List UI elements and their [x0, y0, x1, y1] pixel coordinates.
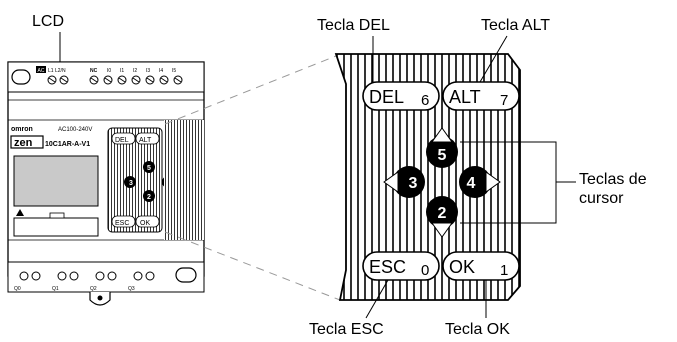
zen-logo-text: zen: [14, 137, 33, 149]
keypad-detail: DEL 6 ALT 7 ESC 0 OK 1 5 2 3 4: [334, 53, 521, 301]
mount-hole-top: [11, 69, 31, 85]
tecla-del-label: Tecla DEL: [317, 17, 390, 34]
teclas-cursor-label-2: cursor: [579, 190, 624, 207]
terminal-label: I2: [133, 68, 137, 74]
bottom-terminal-block: [7, 261, 205, 293]
lcd-screen: [13, 155, 99, 207]
up-key: 5: [426, 127, 458, 168]
brand-text: omron: [11, 126, 33, 133]
terminal-label: Q0: [14, 286, 21, 292]
del-key: [362, 81, 440, 111]
keypad-panel: [334, 53, 521, 301]
terminal-label: L2/N: [55, 68, 66, 74]
svg-text:2: 2: [438, 205, 447, 222]
terminal-label: Q1: [52, 286, 59, 292]
tecla-esc-label: Tecla ESC: [309, 321, 384, 338]
terminal-label: I1: [120, 68, 124, 74]
svg-text:ESC: ESC: [369, 257, 406, 277]
svg-text:2: 2: [147, 194, 151, 201]
plc-device: LCD AC L1 L2/N NC I0 I1 I2 I3 I4 I5: [7, 13, 205, 306]
terminal-label: I5: [172, 68, 176, 74]
svg-text:5: 5: [147, 165, 151, 172]
svg-text:3: 3: [409, 175, 418, 192]
teclas-cursor-label-1: Teclas de: [579, 171, 647, 188]
svg-text:1: 1: [500, 262, 508, 279]
svg-text:DEL: DEL: [115, 137, 129, 144]
down-key: 2: [426, 196, 458, 238]
right-key: 4: [459, 166, 501, 198]
svg-text:ALT: ALT: [139, 137, 152, 144]
svg-text:ESC: ESC: [115, 220, 129, 227]
svg-text:AC: AC: [38, 68, 45, 74]
bottom-screws: [19, 271, 155, 281]
mini-ok-key: [135, 215, 160, 228]
terminal-label: I0: [107, 68, 111, 74]
alt-key: [442, 81, 520, 111]
zen-logo: [10, 135, 44, 149]
terminal-label: NC: [90, 68, 98, 74]
svg-text:DEL: DEL: [369, 87, 404, 107]
lcd-label: LCD: [32, 13, 64, 30]
terminal-label: Q2: [90, 286, 97, 292]
mini-alt-key: [135, 132, 160, 145]
svg-text:7: 7: [500, 92, 508, 109]
model-text: 10C1AR-A-V1: [45, 141, 90, 148]
terminal-label: I3: [146, 68, 150, 74]
ok-key: [442, 251, 520, 281]
terminal-label: L1: [48, 68, 54, 74]
mini-del-key: [111, 132, 136, 145]
svg-text:3: 3: [129, 180, 133, 187]
indicator-triangle: [16, 209, 24, 216]
terminal-label: I4: [159, 68, 163, 74]
zoom-lines: [164, 55, 341, 301]
svg-text:5: 5: [438, 147, 447, 164]
mount-hole-bottom: [175, 267, 197, 283]
svg-text:ALT: ALT: [449, 87, 481, 107]
terminal-label: Q3: [128, 286, 135, 292]
left-key: 3: [383, 166, 425, 198]
svg-text:6: 6: [421, 92, 429, 109]
svg-text:4: 4: [467, 175, 476, 192]
callouts: [365, 35, 576, 319]
esc-key: [362, 251, 440, 281]
svg-text:OK: OK: [449, 257, 475, 277]
tecla-ok-label: Tecla OK: [445, 321, 510, 338]
ac-badge: [36, 66, 46, 73]
voltage-text: AC100-240V: [58, 127, 92, 133]
mini-esc-key: [111, 215, 136, 228]
cover-slot: [13, 217, 99, 237]
svg-text:0: 0: [421, 262, 429, 279]
svg-text:OK: OK: [140, 220, 150, 227]
tecla-alt-label: Tecla ALT: [481, 17, 550, 34]
